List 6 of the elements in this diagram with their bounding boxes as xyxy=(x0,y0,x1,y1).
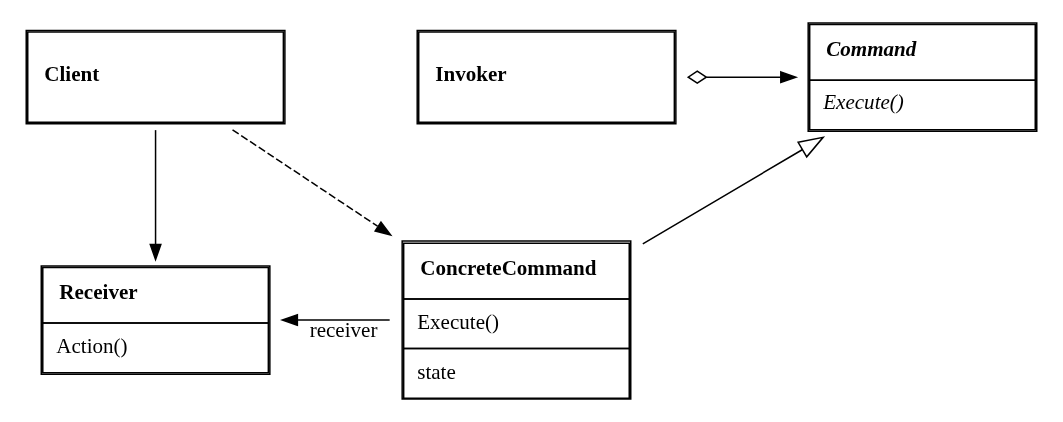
edge-label: receiver xyxy=(309,317,378,342)
arrow xyxy=(642,136,826,245)
arrow xyxy=(231,129,393,237)
arrow xyxy=(686,70,799,85)
arrow xyxy=(280,313,391,327)
arrow xyxy=(149,129,162,262)
